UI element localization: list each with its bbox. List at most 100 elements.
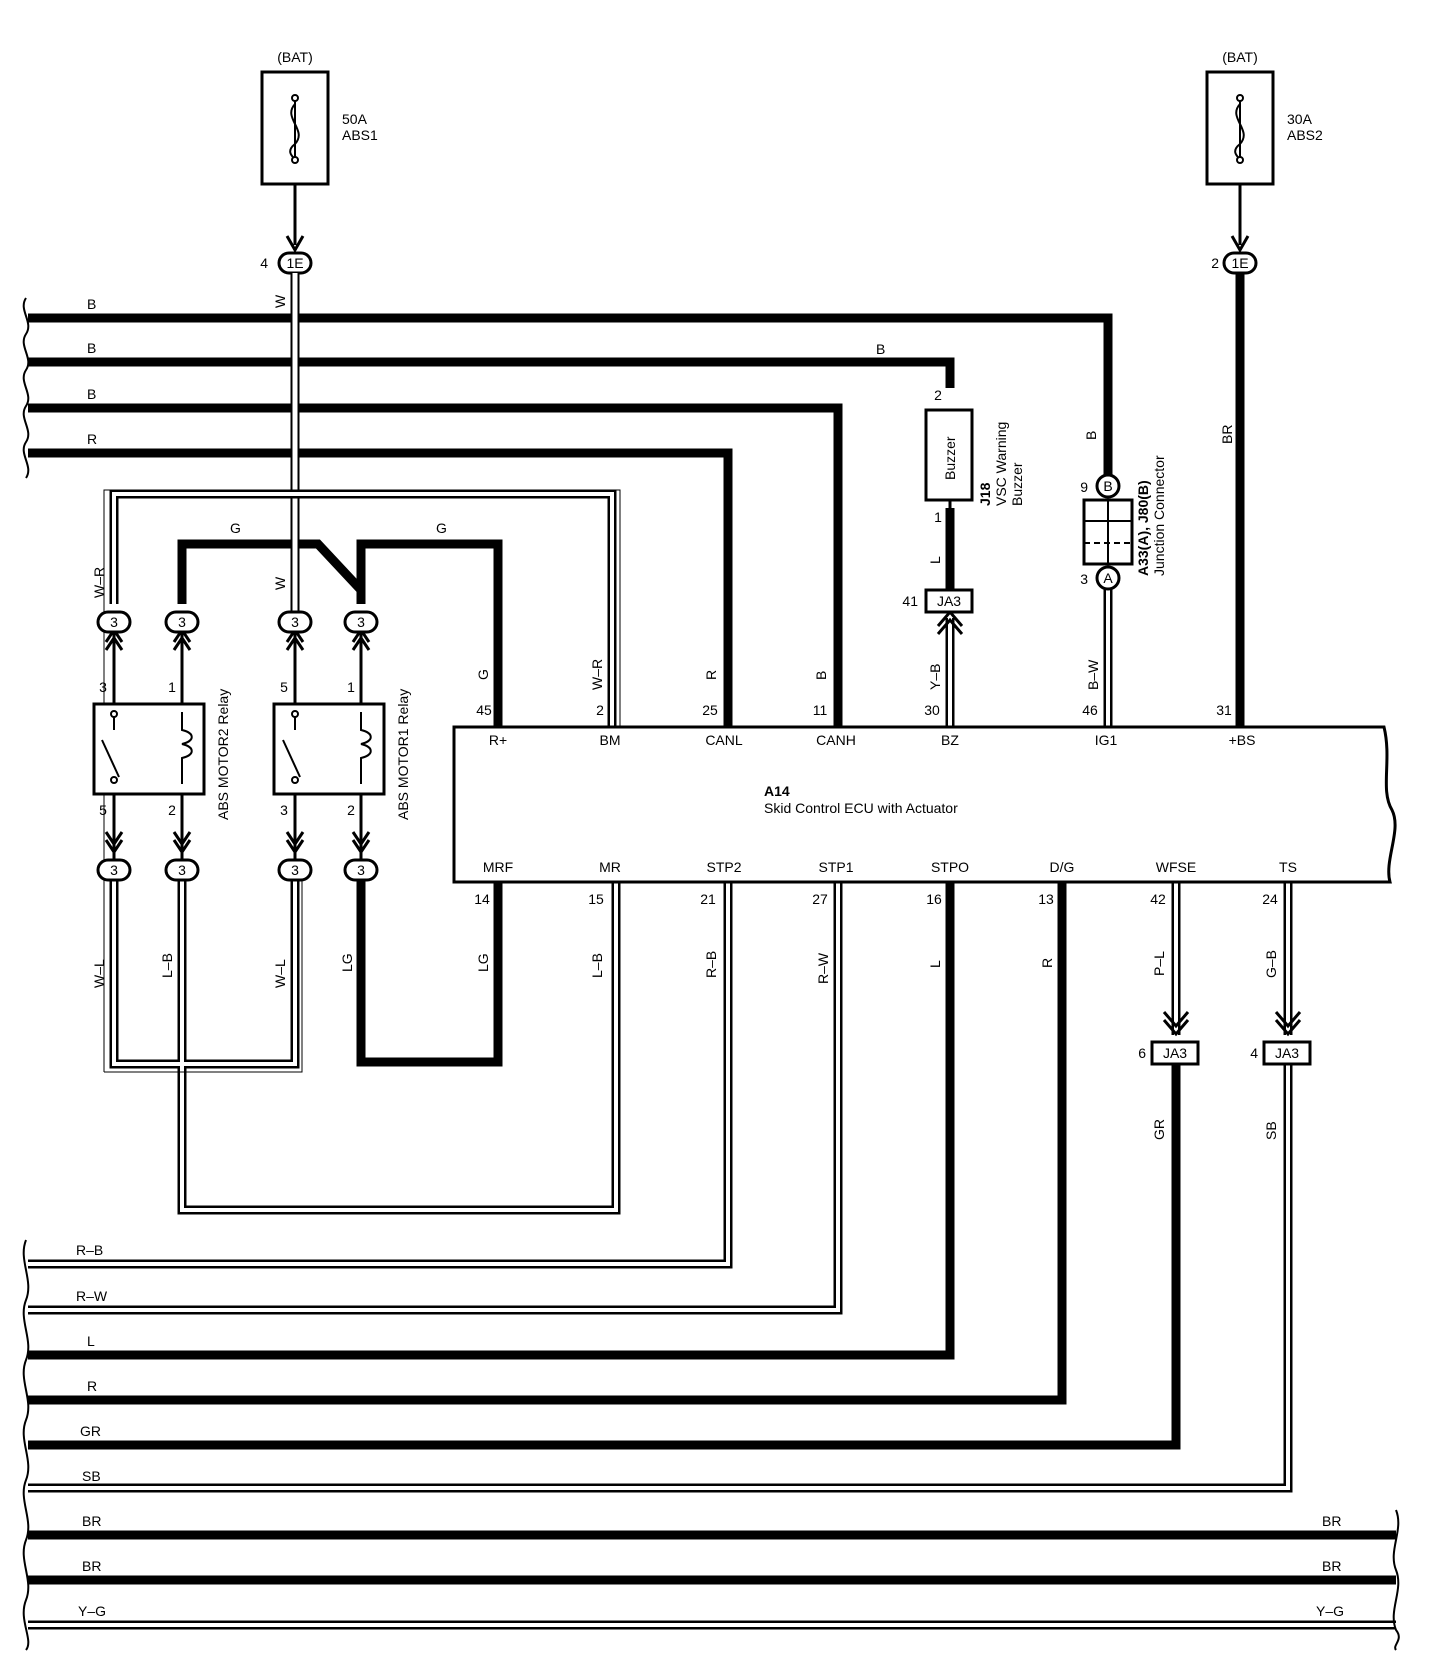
ecu-pin: 15 (588, 891, 604, 907)
wire-label: P–L (1151, 951, 1167, 976)
ecu-terminal: TS (1279, 859, 1297, 875)
wire-label: G (230, 520, 241, 536)
ecu-terminal: +BS (1229, 732, 1256, 748)
junction-pin: 9 (1080, 479, 1088, 495)
bus-label: BR (1322, 1558, 1341, 1574)
relay-pin: 3 (280, 802, 288, 818)
connector-1e-abs2: 2 1E (1211, 251, 1258, 275)
ecu-bottom-terminals: MRF 14 MR 15 STP2 21 STP1 27 STPO 16 D/G… (474, 859, 1297, 907)
connector-code: 3 (357, 614, 365, 630)
ecu-terminal: R+ (489, 732, 507, 748)
wire-label: L–B (159, 953, 175, 978)
ecu-terminal: CANH (816, 732, 856, 748)
relay-pin: 2 (168, 802, 176, 818)
ecu-terminal: CANL (705, 732, 743, 748)
ecu-pin: 2 (596, 702, 604, 718)
ecu-terminal: STPO (931, 859, 969, 875)
wire-label: L–B (589, 953, 605, 978)
bus-label: Y–G (78, 1603, 106, 1619)
wire-label: W–R (91, 567, 107, 598)
wire-label: W (272, 294, 288, 308)
ecu-pin: 24 (1262, 891, 1278, 907)
ecu-top-terminals: 45 R+ 2 BM 25 CANL 11 CANH 30 BZ 46 IG1 … (476, 702, 1255, 748)
wire-labels-horizontal: B B B R B G G R–B R–W L R GR SB BR BR Y–… (76, 296, 1344, 1619)
connector-3: 3 (277, 858, 313, 882)
ecu-id: A14 (764, 783, 790, 799)
ecu-terminal: STP1 (818, 859, 853, 875)
connector-pin: 41 (902, 593, 918, 609)
connector-code: 1E (1231, 255, 1248, 271)
relay-name: ABS MOTOR2 Relay (215, 689, 231, 820)
relay-connectors: 3 3 3 3 3 3 3 3 (96, 610, 379, 882)
connector-ja3-ts: 4 JA3 (1250, 1040, 1312, 1066)
relay-pin: 5 (280, 679, 288, 695)
relay-pin: 3 (99, 679, 107, 695)
connector-3: 3 (343, 610, 379, 634)
ecu-pin: 21 (700, 891, 716, 907)
ecu-name: Skid Control ECU with Actuator (764, 800, 958, 816)
fuse-abs1-source: (BAT) (277, 49, 313, 65)
fuse-abs1-rating: 50A (342, 111, 368, 127)
abs-motor2-relay: 3 1 5 2 ABS MOTOR2 Relay (92, 679, 231, 820)
wire-label: G (475, 669, 491, 680)
ecu-pin: 46 (1082, 702, 1098, 718)
wire-break-left (22, 297, 30, 1651)
connector-code: 3 (110, 614, 118, 630)
ecu-pin: 16 (926, 891, 942, 907)
connector-code: 3 (178, 614, 186, 630)
ecu-pin: 42 (1150, 891, 1166, 907)
bus-label: B (87, 296, 96, 312)
ecu-pin: 11 (813, 702, 828, 718)
bus-label: R–B (76, 1242, 103, 1258)
wire-label: B (1083, 431, 1099, 440)
connector-3: 3 (164, 858, 200, 882)
connector-3: 3 (277, 610, 313, 634)
ecu-pin: 30 (924, 702, 940, 718)
connector-pin: 2 (1211, 255, 1219, 271)
connector-code: 3 (110, 862, 118, 878)
wire-label: Y–B (927, 664, 943, 690)
wire-label: L (927, 556, 943, 564)
ecu-terminal: WFSE (1156, 859, 1196, 875)
ecu-terminal: BM (600, 732, 621, 748)
connector-3: 3 (96, 858, 132, 882)
bus-label: L (87, 1333, 95, 1349)
ecu-pin: 13 (1038, 891, 1054, 907)
buzzer-label: Buzzer (942, 436, 958, 480)
relay-name: ABS MOTOR1 Relay (395, 689, 411, 820)
connector-code: 1E (286, 255, 303, 271)
wire-label: G (436, 520, 447, 536)
buzzer-id: J18 (977, 482, 993, 506)
skid-control-ecu: A14 Skid Control ECU with Actuator (452, 725, 1397, 884)
fuse-abs2-name: ABS2 (1287, 127, 1323, 143)
wire-label: SB (1263, 1121, 1279, 1140)
connector-code: JA3 (937, 593, 961, 609)
wire-label: B–W (1085, 659, 1101, 690)
wire-label: LG (339, 953, 355, 972)
ecu-pin: 27 (812, 891, 828, 907)
wire-label: W (272, 576, 288, 590)
wire-label: GR (1151, 1119, 1167, 1140)
bus-label: BR (82, 1558, 101, 1574)
relay-pin: 2 (347, 802, 355, 818)
bus-label: Y–G (1316, 1603, 1344, 1619)
bus-label: GR (80, 1423, 101, 1439)
connector-code: 3 (291, 614, 299, 630)
fuse-abs2-source: (BAT) (1222, 49, 1258, 65)
fuse-abs1-name: ABS1 (342, 127, 378, 143)
abs-motor1-relay: 5 1 3 2 ABS MOTOR1 Relay (272, 679, 411, 820)
ecu-terminal: STP2 (706, 859, 741, 875)
connector-3: 3 (343, 858, 379, 882)
connector-ja3-buzzer: 41 JA3 (902, 588, 974, 614)
relay-pin: 1 (347, 679, 355, 695)
junction-code: A (1103, 570, 1113, 586)
wire-label: LG (475, 953, 491, 972)
wire-label: BR (1219, 425, 1235, 444)
connector-3: 3 (164, 610, 200, 634)
connector-pin: 4 (1250, 1045, 1258, 1061)
buzzer-pin: 1 (934, 509, 942, 525)
relay-pin: 1 (168, 679, 176, 695)
connector-code: 3 (357, 862, 365, 878)
connector-pin: 6 (1138, 1045, 1146, 1061)
connector-code: 3 (291, 862, 299, 878)
